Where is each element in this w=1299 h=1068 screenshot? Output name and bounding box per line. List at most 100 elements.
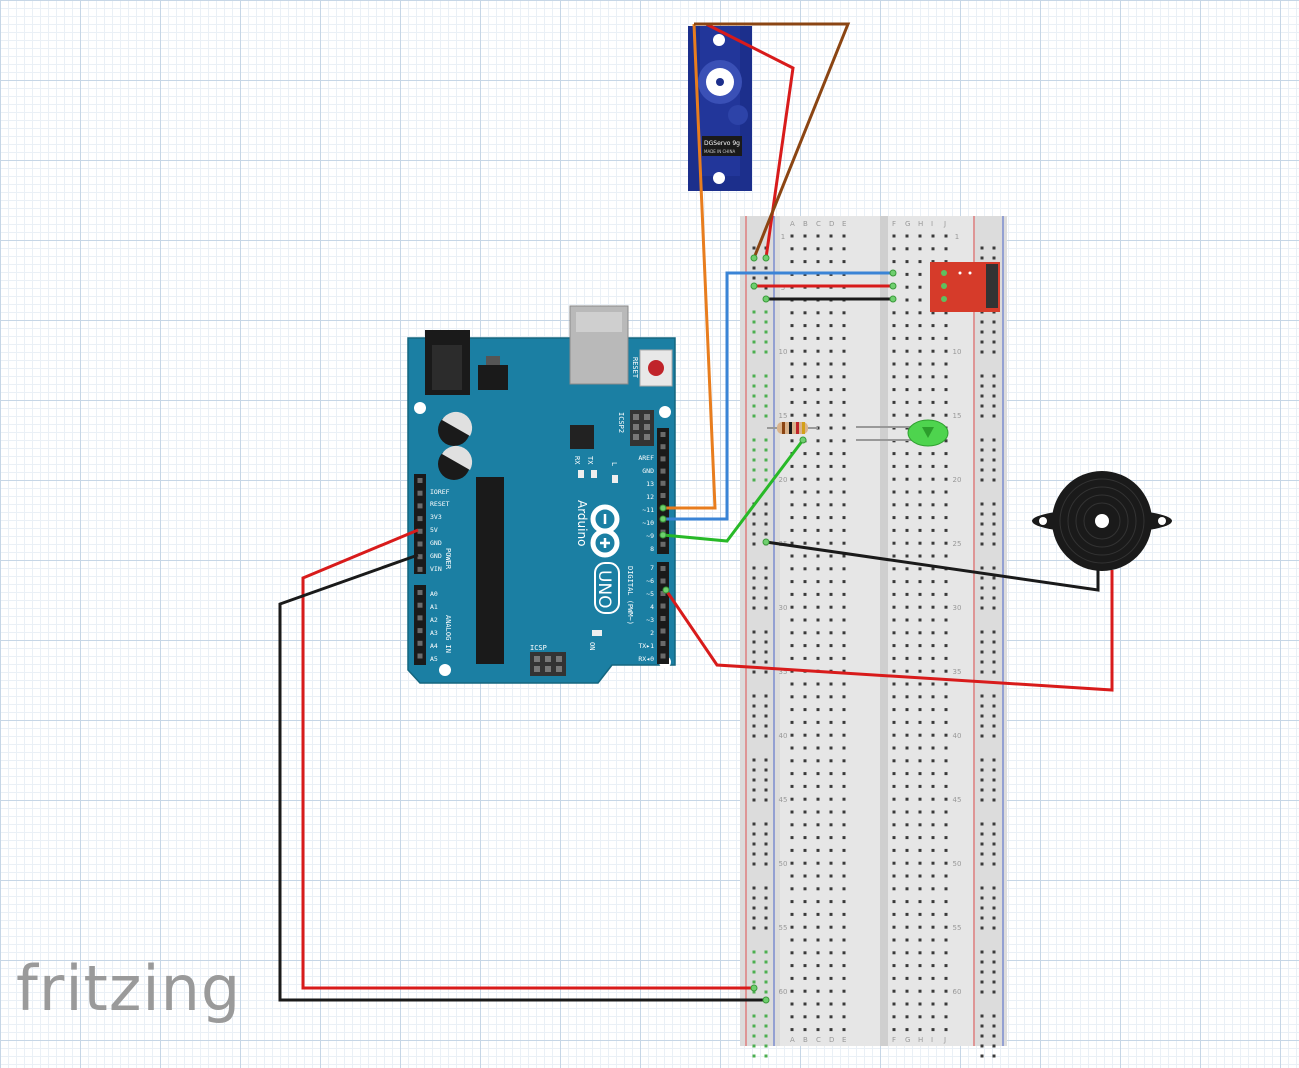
breadboard-hole — [905, 298, 909, 302]
wire-endpoint[interactable] — [762, 254, 770, 262]
rail-hole — [764, 650, 768, 654]
wire-endpoint[interactable] — [762, 295, 770, 303]
wire-5v-power[interactable] — [301, 528, 754, 990]
breadboard-hole — [842, 375, 846, 379]
header-pin[interactable] — [660, 641, 666, 646]
wire-servo-power[interactable] — [705, 22, 795, 259]
breadboard-hole — [790, 656, 794, 660]
breadboard-hole — [829, 912, 833, 916]
header-pin[interactable] — [660, 578, 666, 584]
header-pin[interactable] — [417, 528, 423, 534]
wire-servo-ground[interactable] — [694, 22, 851, 259]
wire-led-signal[interactable] — [662, 439, 805, 543]
wire-endpoint[interactable] — [762, 996, 770, 1004]
header-pin[interactable] — [417, 478, 423, 483]
breadboard-hole — [892, 964, 896, 968]
header-pin[interactable] — [417, 615, 423, 621]
rail-hole — [980, 394, 984, 398]
header-pin[interactable] — [660, 591, 666, 596]
rail-hole — [764, 438, 768, 442]
breadboard-hole — [790, 247, 794, 251]
wire-servo-signal[interactable] — [663, 23, 717, 510]
pin-label: IOREF — [430, 488, 450, 496]
rail-hole — [980, 1014, 984, 1018]
breadboard-hole — [829, 772, 833, 776]
breadboard-hole — [892, 477, 896, 481]
wire-endpoint[interactable] — [799, 436, 807, 444]
rail-hole — [980, 468, 984, 472]
wire-sensor-signal[interactable] — [663, 271, 893, 521]
breadboard-hole — [892, 260, 896, 264]
breadboard-hole — [931, 464, 935, 468]
breadboard-hole — [918, 349, 922, 353]
wire-endpoint[interactable] — [889, 295, 897, 303]
wire-endpoint[interactable] — [750, 282, 758, 290]
l-label: L — [610, 462, 618, 466]
breadboard-hole — [816, 413, 820, 417]
header-pin[interactable] — [660, 541, 666, 547]
breadboard-hole — [803, 362, 807, 366]
breadboard-hole — [944, 989, 948, 993]
header-pin[interactable] — [417, 653, 423, 659]
reset-button-cap[interactable] — [648, 360, 664, 376]
breadboard-hole — [829, 336, 833, 340]
header-pin[interactable] — [417, 590, 423, 595]
header-pin[interactable] — [417, 490, 423, 496]
breadboard-hole — [816, 938, 820, 942]
rail-hole — [992, 788, 996, 792]
header-pin[interactable] — [417, 516, 423, 522]
breadboard-hole — [816, 324, 820, 328]
header-pin[interactable] — [660, 456, 666, 462]
header-pin[interactable] — [417, 554, 423, 560]
breadboard-hole — [944, 810, 948, 814]
col-letter: A — [790, 220, 795, 228]
breadboard-hole — [918, 759, 922, 763]
header-pin[interactable] — [417, 566, 423, 572]
breadboard-hole — [931, 234, 935, 238]
wire-endpoint[interactable] — [659, 504, 667, 512]
breadboard-hole — [829, 874, 833, 878]
rail-hole — [992, 458, 996, 462]
wire-endpoint[interactable] — [659, 531, 667, 539]
header-pin[interactable] — [660, 432, 666, 437]
rail-hole — [992, 704, 996, 708]
wire-endpoint[interactable] — [662, 586, 670, 594]
header-pin[interactable] — [660, 653, 666, 659]
header-pin[interactable] — [660, 480, 666, 486]
header-pin[interactable] — [417, 503, 423, 509]
header-pin[interactable] — [660, 603, 666, 609]
header-pin[interactable] — [660, 616, 666, 621]
header-pin[interactable] — [417, 628, 423, 634]
breadboard-hole — [944, 925, 948, 929]
header-pin[interactable] — [660, 444, 666, 450]
rail-hole — [752, 468, 756, 472]
wire-buzzer-ground[interactable] — [765, 540, 1100, 592]
wire-endpoint[interactable] — [762, 538, 770, 546]
wire-endpoint[interactable] — [889, 282, 897, 290]
header-pin[interactable] — [417, 640, 423, 646]
breadboard-hole — [790, 618, 794, 622]
rail-hole — [980, 330, 984, 334]
header-pin[interactable] — [660, 566, 666, 571]
rail-hole — [980, 970, 984, 974]
breadboard-hole — [944, 580, 948, 584]
header-pin[interactable] — [417, 602, 423, 608]
breadboard-hole — [918, 362, 922, 366]
breadboard-hole — [944, 887, 948, 891]
breadboard-hole — [829, 720, 833, 724]
wire-buzzer-signal[interactable] — [664, 570, 1114, 692]
breadboard-hole — [803, 452, 807, 456]
header-pin[interactable] — [660, 468, 666, 474]
header-pin[interactable] — [660, 628, 666, 634]
wire-endpoint[interactable] — [750, 984, 758, 992]
wire-gnd-power[interactable] — [278, 553, 766, 1002]
rail-hole — [764, 798, 768, 802]
wire-endpoint[interactable] — [889, 269, 897, 277]
wire-endpoint[interactable] — [659, 515, 667, 523]
rail-hole — [992, 670, 996, 674]
wire-endpoint[interactable] — [750, 254, 758, 262]
rail-hole — [992, 394, 996, 398]
pin-label: 3V3 — [430, 513, 442, 521]
header-pin[interactable] — [660, 493, 666, 498]
header-pin[interactable] — [417, 541, 423, 547]
